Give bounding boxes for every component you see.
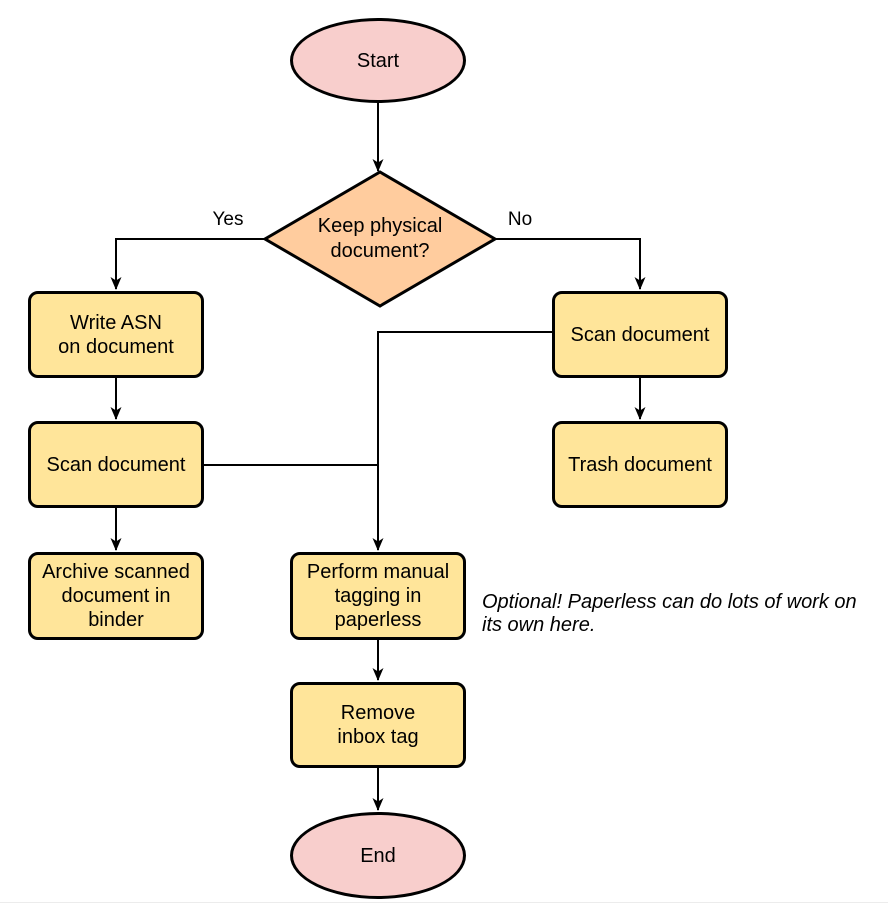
page-bottom-divider	[0, 902, 888, 903]
node-scan-document-right: Scan document	[552, 291, 728, 378]
edge-label-no: No	[507, 209, 533, 230]
connector-scan-right-to-tagging	[372, 331, 552, 551]
node-trash-document: Trash document	[552, 421, 728, 508]
node-write-asn: Write ASN on document	[28, 291, 204, 378]
node-manual-tagging: Perform manual tagging in paperless	[290, 552, 466, 640]
node-start: Start	[290, 18, 466, 103]
node-remove-inbox-tag: Remove inbox tag	[290, 682, 466, 768]
node-decision-label: Keep physical document?	[317, 215, 443, 262]
connector-decision-yes-to-write-asn	[110, 238, 266, 290]
node-scan-document-left: Scan document	[28, 421, 204, 508]
decision-diamond-shape	[262, 170, 498, 308]
node-archive-document: Archive scanned document in binder	[28, 552, 204, 640]
edge-label-yes: Yes	[212, 209, 244, 230]
connector-decision-no-to-scan-right	[494, 238, 646, 290]
node-end: End	[290, 812, 466, 899]
note-optional-text: Optional! Paperless can do lots of work …	[482, 591, 857, 636]
